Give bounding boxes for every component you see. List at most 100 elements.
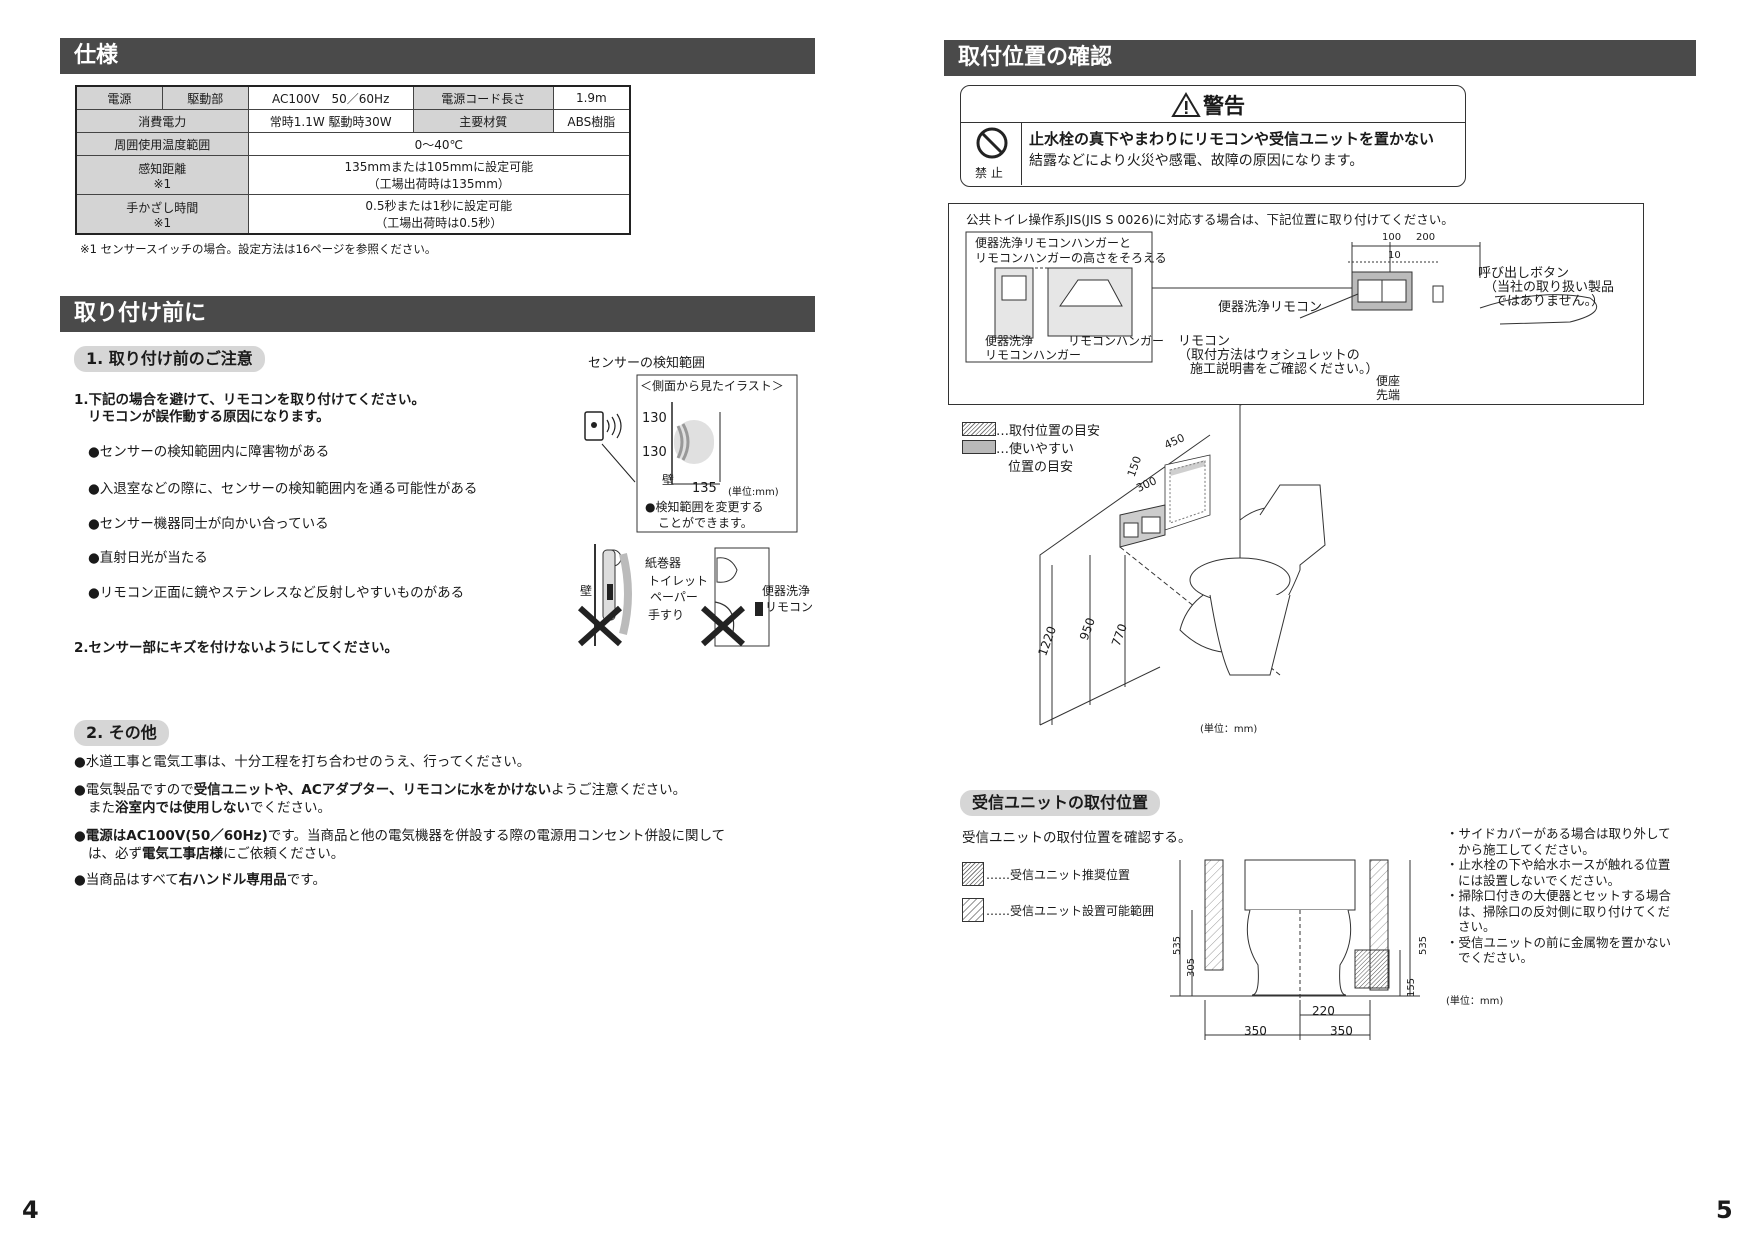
legend-label: 位置の目安 <box>1008 460 1074 475</box>
other-item: また浴室内では使用しないでください。 <box>88 800 331 816</box>
jis-detail-drawing <box>965 231 1598 363</box>
spec-cell: ABS樹脂 <box>552 109 631 133</box>
warning-box: 警告 禁 止 止水栓の真下やまわりにリモコンや受信ユニットを置かない 結露などに… <box>960 85 1466 187</box>
warning-title-row <box>961 86 1465 123</box>
jis-label: 便器洗浄リモコン <box>1218 300 1323 315</box>
item1-line2: リモコンが誤作動する原因になります。 <box>88 409 330 425</box>
spec-cell: 周囲使用温度範囲 <box>75 132 249 156</box>
jis-label: （当社の取り扱い製品 <box>1484 280 1615 295</box>
spec-cell: 0〜40℃ <box>247 132 631 156</box>
legend-label: …使いやすい <box>996 442 1075 457</box>
legend-hatch-swatch <box>962 422 996 436</box>
dim-label: 130 <box>642 411 667 426</box>
spec-cell: 主要材質 <box>412 109 554 133</box>
other-item: ●当商品はすべて右ハンドル専用品です。 <box>74 872 326 888</box>
dim-label: 200 <box>1416 232 1436 243</box>
receiver-position-drawing <box>1170 859 1420 1040</box>
other-item: ●電気製品ですので受信ユニットや、ACアダプター、リモコンに水をかけないようご注… <box>74 782 687 798</box>
wall-label: 壁 <box>662 473 675 487</box>
jis-label: 呼び出しボタン <box>1478 266 1570 281</box>
item1-line1: 1.下記の場合を避けて、リモコンを取り付けてください。 <box>74 392 425 408</box>
jis-label: ではありません。） <box>1494 294 1605 309</box>
sub-heading-other: 2. その他 <box>74 720 169 746</box>
jis-title: 公共トイレ操作系JIS(JIS S 0026)に対応する場合は、下記位置に取り付… <box>966 212 1454 227</box>
legend-gray-swatch <box>962 440 996 454</box>
hanger-note: リモコンハンガーの高さをそろえる <box>975 251 1167 265</box>
other-item: は、必ず電気工事店様にご依頼ください。 <box>88 846 345 862</box>
other-item: ●水道工事と電気工事は、十分工程を打ち合わせのうえ、行ってください。 <box>74 754 531 770</box>
spec-cell: 消費電力 <box>75 109 249 133</box>
spec-cell: 感知距離※1 <box>75 155 249 195</box>
obstacle-label: ペーパー <box>650 590 698 604</box>
dim-label: 220 <box>1312 1004 1335 1018</box>
dim-label: 10 <box>1388 250 1401 261</box>
dim-label: 305 <box>1186 957 1198 978</box>
sub-heading-precautions: 1. 取り付け前のご注意 <box>74 346 265 372</box>
spec-cell: 常時1.1W 駆動時30W <box>247 109 414 133</box>
dim-label: 350 <box>1244 1024 1267 1038</box>
receiver-notes: ・サイドカバーがある場合は取り外して から施工してください。 ・止水栓の下や給水… <box>1446 826 1672 965</box>
prohibit-label: 禁 止 <box>975 166 1003 180</box>
spec-cell: 1.9m <box>552 85 631 110</box>
unit-label: (単位:mm) <box>728 487 779 498</box>
obstacle-label: 便器洗浄 <box>762 584 811 598</box>
jis-box <box>948 203 1644 405</box>
item2: 2.センサー部にキズを付けないようにしてください。 <box>74 640 398 656</box>
dim-label: 535 <box>1172 935 1184 956</box>
warning-line1: 止水栓の真下やまわりにリモコンや受信ユニットを置かない <box>1029 130 1435 148</box>
dim-label: 535 <box>1418 935 1430 956</box>
jis-label: リモコンハンガー <box>1068 334 1165 348</box>
dim-label: 155 <box>1406 977 1418 998</box>
obstacle-label: 紙巻器 <box>645 556 682 570</box>
spec-note: ※1 センサースイッチの場合。設定方法は16ページを参照ください。 <box>80 242 437 256</box>
receiver-intro: 受信ユニットの取付位置を確認する。 <box>962 830 1192 846</box>
warning-title: 警告 <box>1203 94 1245 118</box>
bullet-item: ●センサーの検知範囲内に障害物がある <box>88 444 330 460</box>
jis-label: 便器洗浄 <box>985 334 1034 348</box>
bullet-item: ●センサー機器同士が向かい合っている <box>88 516 329 532</box>
jis-label: （取付方法はウォシュレットの <box>1178 348 1360 363</box>
obstacle-figure <box>577 544 770 647</box>
sensor-note: ●検知範囲を変更する <box>645 500 764 514</box>
dim-label: 130 <box>642 445 667 460</box>
sensor-note: ことができます。 <box>658 516 753 530</box>
spec-table: 電源 駆動部 AC100V 50／60Hz 電源コード長さ 1.9m 消費電力 … <box>75 85 631 235</box>
legend-hatch-light-swatch <box>962 898 984 922</box>
hanger-note: 便器洗浄リモコンハンガーと <box>975 236 1132 250</box>
spec-heading: 仕様 <box>60 38 815 74</box>
other-item: ●電源はAC100V(50／60Hz)です。当商品と他の電気機器を併設する際の電… <box>74 828 726 844</box>
bullet-item: ●入退室などの際に、センサーの検知範囲内を通る可能性がある <box>88 481 478 497</box>
sensor-fig-title: センサーの検知範囲 <box>588 356 706 371</box>
obstacle-label: リモコン <box>765 600 814 614</box>
spec-cell: 電源 <box>75 85 163 110</box>
legend-label: ……受信ユニット設置可能範囲 <box>986 904 1155 918</box>
jis-label: 施工説明書をご確認ください。） <box>1190 362 1379 377</box>
warning-line2: 結露などにより火災や感電、故障の原因になります。 <box>1029 153 1364 169</box>
dim-label: 100 <box>1382 232 1402 243</box>
unit-label: (単位：mm) <box>1446 996 1504 1007</box>
bullet-item: ●リモコン正面に鏡やステンレスなど反射しやすいものがある <box>88 585 465 601</box>
spec-cell: 0.5秒または1秒に設定可能（工場出荷時は0.5秒） <box>247 194 631 235</box>
jis-label: 先端 <box>1376 388 1401 402</box>
spec-cell: 電源コード長さ <box>412 85 554 110</box>
wall-label: 壁 <box>580 584 593 598</box>
jis-label: 便座 <box>1376 374 1401 388</box>
receiver-heading: 受信ユニットの取付位置 <box>960 790 1161 816</box>
obstacle-label: 手すり <box>648 608 685 622</box>
jis-label: リモコン <box>1178 334 1231 349</box>
spec-cell: 駆動部 <box>161 85 249 110</box>
spec-cell: 手かざし時間※1 <box>75 194 249 235</box>
position-heading: 取付位置の確認 <box>944 40 1696 76</box>
dim-label: 135 <box>692 481 717 496</box>
page-number: 5 <box>1716 1196 1733 1224</box>
spec-cell: AC100V 50／60Hz <box>247 85 414 110</box>
sensor-range-figure <box>584 374 798 533</box>
jis-label: リモコンハンガー <box>985 348 1082 362</box>
spec-cell: 135mmまたは105mmに設定可能（工場出荷時は135mm） <box>247 155 631 195</box>
page-number: 4 <box>22 1196 39 1224</box>
prohibit-icon <box>976 127 1008 159</box>
sensor-box-title: ＜側面から見たイラスト＞ <box>640 379 784 393</box>
legend-hatch-swatch <box>962 862 984 886</box>
unit-label: (単位：mm) <box>1200 724 1258 735</box>
toilet-3d-drawing <box>1039 405 1326 726</box>
